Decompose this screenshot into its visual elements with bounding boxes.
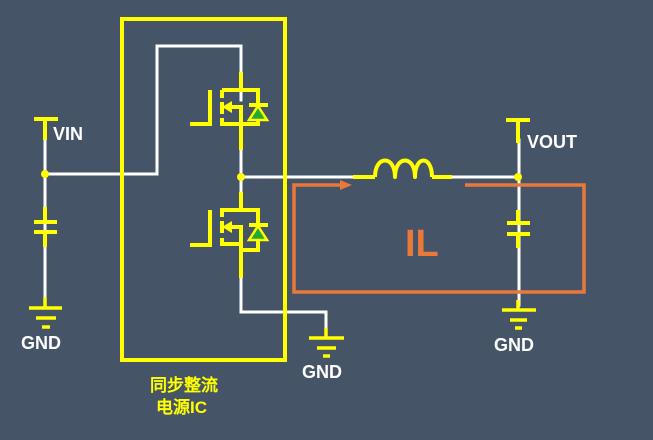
il-arrow-icon bbox=[340, 180, 352, 190]
ic-label-line1: 同步整流 bbox=[150, 375, 218, 395]
vout-junction-dot bbox=[514, 173, 522, 181]
ic-label-line2: 电源IC bbox=[156, 397, 207, 417]
vout-rail-symbol bbox=[506, 118, 530, 143]
ic-block bbox=[120, 17, 287, 362]
output-ground-icon bbox=[502, 300, 536, 330]
ic-ground-icon bbox=[309, 328, 344, 358]
low-side-mosfet-icon bbox=[190, 192, 268, 278]
vin-to-drain-wire bbox=[43, 44, 243, 176]
vin-junction-dot bbox=[41, 170, 49, 178]
vout-label: VOUT bbox=[527, 132, 577, 152]
input-ground-icon bbox=[29, 297, 62, 329]
low-side-body-diode-icon bbox=[246, 223, 270, 242]
gnd-middle-label: GND bbox=[302, 362, 342, 382]
gnd-right-label: GND bbox=[494, 335, 534, 355]
low-side-arrow-icon bbox=[222, 221, 232, 233]
high-side-body-diode-icon bbox=[246, 103, 270, 122]
wires bbox=[43, 44, 521, 332]
gnd-left-label: GND bbox=[21, 333, 61, 353]
switch-node-dot bbox=[237, 173, 245, 181]
il-loop-path bbox=[292, 183, 586, 294]
vin-rail-symbol bbox=[34, 117, 58, 140]
high-side-arrow-icon bbox=[222, 101, 232, 113]
inductor-icon bbox=[353, 158, 452, 179]
vin-label: VIN bbox=[53, 124, 83, 144]
output-capacitor-icon bbox=[507, 210, 530, 248]
current-loop bbox=[292, 180, 586, 294]
il-label: IL bbox=[405, 223, 439, 265]
input-capacitor-icon bbox=[34, 207, 57, 247]
